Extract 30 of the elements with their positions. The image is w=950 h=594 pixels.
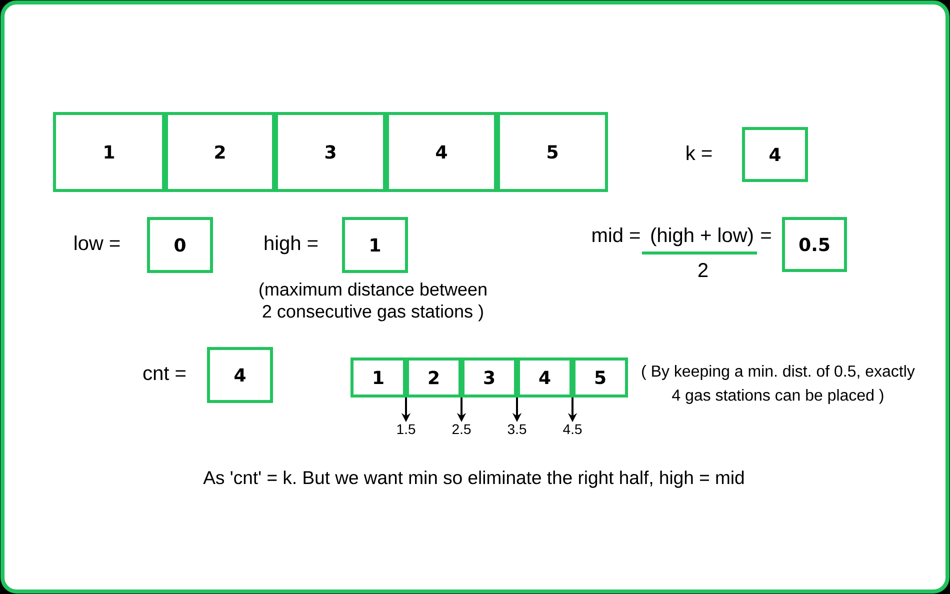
array-cell: 1: [350, 358, 406, 398]
note-text: (maximum distance between 2 consecutive gas stations ): [260, 282, 486, 322]
array-cell: 2: [165, 112, 275, 192]
array-cell: 3: [275, 112, 386, 192]
array-cell: 5: [572, 358, 628, 398]
note-text: ( By keeping a min. dist. of 0.5, exactly 4 gas stations can be placed ): [642, 365, 915, 404]
value-box: 0: [147, 217, 213, 273]
array-cell: 1: [53, 112, 165, 192]
numerator-text: (high + low): [651, 228, 753, 246]
position-label: 4.5: [563, 424, 582, 434]
variable-label: low =: [74, 236, 120, 250]
variable-label: mid =: [592, 228, 640, 242]
value-box: 4: [207, 347, 273, 403]
array-cell: 2: [406, 358, 462, 398]
array-cell: 3: [462, 358, 517, 398]
position-label: 2.5: [452, 424, 471, 434]
value-box: 0.5: [782, 217, 847, 272]
array-cell: 5: [497, 112, 608, 192]
position-label: 1.5: [397, 424, 416, 434]
value-box: 4: [742, 127, 808, 182]
array-cell: 4: [517, 358, 572, 398]
variable-label: k =: [686, 146, 712, 160]
caption-text: As 'cnt' = k. But we want min so eliminate the right half, high = mid: [203, 470, 744, 488]
value-box: 1: [342, 217, 408, 273]
array-cell: 4: [386, 112, 497, 192]
position-label: 3.5: [508, 424, 526, 434]
variable-label: high =: [264, 236, 318, 254]
denominator-text: 2: [698, 263, 708, 277]
variable-label: cnt =: [143, 367, 186, 380]
equals-sign: =: [761, 232, 771, 239]
